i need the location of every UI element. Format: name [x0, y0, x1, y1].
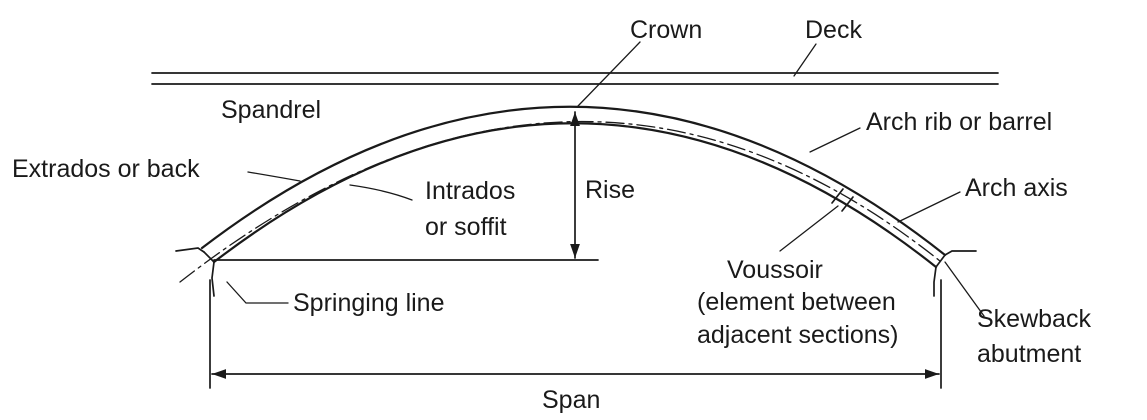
deck	[151, 72, 999, 85]
crown-leader	[577, 41, 641, 107]
intrados-label-line-2: or soffit	[425, 213, 507, 241]
arch-axis-line	[179, 121, 941, 283]
arch-axis-leader	[897, 191, 961, 223]
voussoir-label-line-2: (element between	[697, 288, 896, 316]
skewback-label-line-1: Skewback	[977, 305, 1091, 333]
deck-label: Deck	[805, 16, 862, 44]
rise-label: Rise	[585, 176, 635, 204]
spandrel-label: Spandrel	[221, 96, 321, 124]
voussoir-label-line-1: Voussoir	[727, 256, 823, 284]
voussoir-joint-1	[831, 188, 844, 204]
span-label: Span	[542, 386, 600, 414]
voussoir-label-line-3: adjacent sections)	[697, 321, 899, 349]
arch-rib-leader	[809, 127, 861, 153]
extrados-label: Extrados or back	[12, 155, 200, 183]
skewback-leader	[944, 261, 985, 317]
span-dimension	[209, 279, 942, 389]
left-skewback	[175, 247, 215, 297]
arch-rib-label: Arch rib or barrel	[866, 108, 1052, 136]
skewback-label-line-2: abutment	[977, 340, 1081, 368]
extrados-leader	[247, 171, 301, 182]
extrados-curve	[200, 105, 947, 257]
deck-leader	[793, 43, 817, 77]
crown-label: Crown	[630, 16, 702, 44]
arch-rib	[179, 105, 947, 283]
arch-axis-label: Arch axis	[965, 174, 1068, 202]
intrados-leader	[349, 184, 413, 201]
springing-line-leader	[226, 281, 289, 304]
leader-lines	[226, 41, 985, 317]
voussoir-joint-2	[841, 196, 854, 212]
right-skewback	[933, 250, 977, 297]
intrados-label-line-1: Intrados	[425, 177, 515, 205]
springing-line-label: Springing line	[293, 289, 445, 317]
voussoir-leader	[779, 205, 839, 252]
